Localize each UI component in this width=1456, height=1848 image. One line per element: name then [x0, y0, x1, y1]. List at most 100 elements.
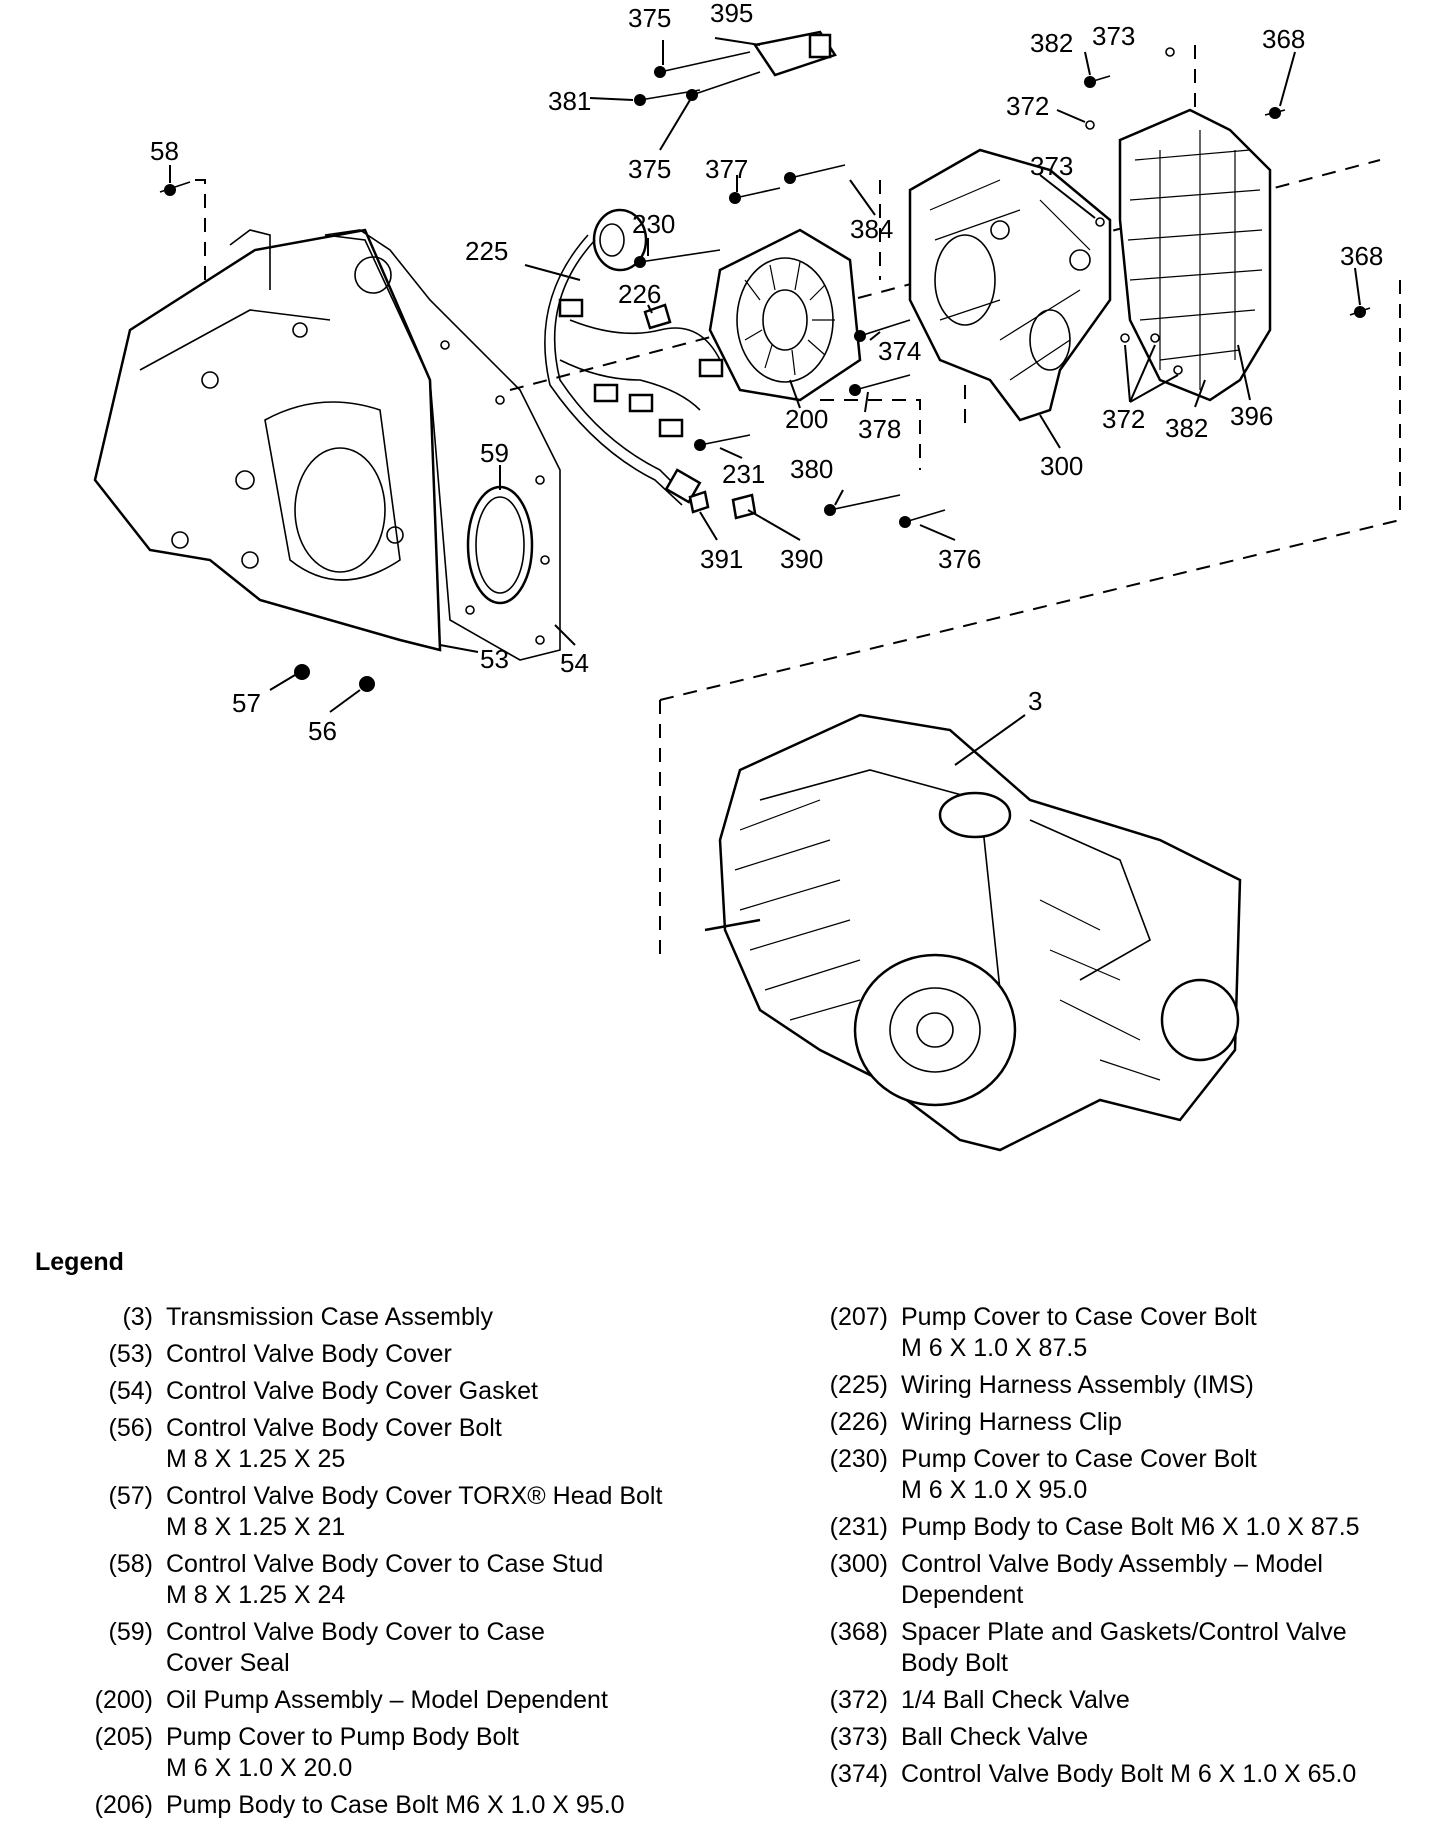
legend-number: (372)	[829, 1686, 888, 1714]
callout-368-top: 368	[1262, 24, 1305, 54]
legend: Legend (3)Transmission Case Assembly (53…	[0, 1248, 1456, 1838]
callout-53: 53	[480, 644, 509, 674]
valve-body-cover	[93, 228, 442, 652]
callout-381: 381	[548, 86, 591, 116]
leader-lines	[169, 37, 1361, 766]
callout-226: 226	[618, 279, 661, 309]
legend-number: (374)	[829, 1760, 888, 1788]
callout-225: 225	[465, 236, 508, 266]
solenoid-assembly	[752, 30, 837, 77]
legend-description: Pump Body to Case Bolt M6 X 1.0 X 95.0	[166, 1791, 625, 1819]
legend-description: Wiring Harness Clip	[901, 1408, 1122, 1436]
legend-description: Control Valve Body Cover Bolt M 8 X 1.25…	[166, 1414, 502, 1473]
legend-number: (230)	[829, 1445, 888, 1473]
callout-373-top: 373	[1092, 21, 1135, 51]
legend-description: Pump Cover to Case Cover Bolt M 6 X 1.0 …	[901, 1445, 1257, 1504]
callout-376: 376	[938, 544, 981, 574]
callout-59: 59	[480, 438, 509, 468]
legend-description: Control Valve Body Cover Gasket	[166, 1377, 538, 1405]
callout-54: 54	[560, 648, 589, 678]
callout-382-top: 382	[1030, 28, 1073, 58]
legend-description: Oil Pump Assembly – Model Dependent	[166, 1686, 608, 1714]
legend-description: Spacer Plate and Gaskets/Control Valve B…	[901, 1618, 1347, 1677]
legend-entry: (226) Wiring Harness Clip	[790, 1407, 1430, 1438]
callout-395: 395	[710, 0, 753, 28]
legend-entry: (200)Oil Pump Assembly – Model Dependent	[40, 1685, 740, 1716]
cover-seal	[466, 485, 534, 605]
legend-entry: (53) Control Valve Body Cover	[40, 1339, 740, 1370]
callout-377: 377	[705, 154, 748, 184]
callout-231: 231	[722, 459, 765, 489]
legend-description: Control Valve Body Assembly – Model Depe…	[901, 1550, 1323, 1609]
legend-left-column: (3) Transmission Case Assembly (53) Contro…	[40, 1302, 740, 1827]
legend-entry: (207) Pump Cover to Case Cover Bolt M 6 X…	[790, 1302, 1430, 1364]
legend-entry: (368) Spacer Plate and Gaskets/Control Va…	[790, 1617, 1430, 1679]
oil-pump-assembly	[708, 228, 862, 402]
legend-description: Control Valve Body Cover TORX® Head Bolt…	[166, 1482, 663, 1541]
callout-380: 380	[790, 454, 833, 484]
legend-number: (207)	[829, 1303, 888, 1331]
callout-382-bottom: 382	[1165, 413, 1208, 443]
legend-entry: (57)Control Valve Body Cover TORX® Head …	[40, 1481, 740, 1543]
legend-number: (368)	[829, 1618, 888, 1646]
callout-378: 378	[858, 414, 901, 444]
callout-390: 390	[780, 544, 823, 574]
legend-description: Transmission Case Assembly	[166, 1303, 493, 1331]
legend-number: (59)	[108, 1618, 153, 1646]
legend-number: (56)	[108, 1414, 153, 1442]
legend-entry: (230) Pump Cover to Case Cover Bolt M 6 X…	[790, 1444, 1430, 1506]
legend-description: Control Valve Body Cover to Case Cover S…	[166, 1618, 545, 1677]
exploded-view-diagram: 375 395 381 375 377 382 373 368 372 373 …	[93, 0, 1401, 1152]
legend-entry: (225) Wiring Harness Assembly (IMS)	[790, 1370, 1430, 1401]
legend-number: (226)	[829, 1408, 888, 1436]
legend-entry: (56) Control Valve Body Cover Bolt M 8 X …	[40, 1413, 740, 1475]
callout-375-lower: 375	[628, 154, 671, 184]
legend-description: Control Valve Body Bolt M 6 X 1.0 X 65.0	[901, 1760, 1357, 1788]
callout-200: 200	[785, 404, 828, 434]
legend-description: Control Valve Body Cover to Case Stud M …	[166, 1550, 604, 1609]
legend-entry: (373) Ball Check Valve	[790, 1722, 1430, 1753]
legend-entry: (59) Control Valve Body Cover to Case Cov…	[40, 1617, 740, 1679]
control-valve-body-assembly	[908, 148, 1112, 422]
legend-number: (53)	[108, 1340, 153, 1368]
legend-entry: (54) Control Valve Body Cover Gasket	[40, 1376, 740, 1407]
legend-description: Wiring Harness Assembly (IMS)	[901, 1371, 1254, 1399]
legend-number: (373)	[829, 1723, 888, 1751]
callout-57: 57	[232, 688, 261, 718]
callout-368-right: 368	[1340, 241, 1383, 271]
callout-58: 58	[150, 136, 179, 166]
legend-entry: (372) 1/4 Ball Check Valve	[790, 1685, 1430, 1716]
callout-372-bottom: 372	[1102, 404, 1145, 434]
legend-description: Control Valve Body Cover	[166, 1340, 452, 1368]
legend-right-column: (207) Pump Cover to Case Cover Bolt M 6 X…	[790, 1302, 1430, 1796]
legend-number: (3)	[122, 1303, 153, 1331]
legend-description: Pump Cover to Pump Body Bolt M 6 X 1.0 X…	[166, 1723, 519, 1782]
callout-300: 300	[1040, 451, 1083, 481]
callout-384: 384	[850, 214, 893, 244]
legend-number: (231)	[829, 1513, 888, 1541]
legend-description: Ball Check Valve	[901, 1723, 1089, 1751]
legend-number: (206)	[94, 1791, 153, 1819]
valve-body-cover-gasket	[324, 229, 561, 661]
bolts	[159, 47, 1371, 692]
callout-372-top: 372	[1006, 91, 1049, 121]
legend-entry: (300) Control Valve Body Assembly – Model…	[790, 1549, 1430, 1611]
legend-description: Pump Body to Case Bolt M6 X 1.0 X 87.5	[901, 1513, 1360, 1541]
spacer-plate	[1118, 108, 1272, 402]
callout-396: 396	[1230, 401, 1273, 431]
callout-3: 3	[1028, 686, 1042, 716]
legend-entry: (3) Transmission Case Assembly	[40, 1302, 740, 1333]
legend-number: (54)	[108, 1377, 153, 1405]
callout-374: 374	[878, 336, 921, 366]
wiring-harness	[544, 208, 724, 506]
callout-labels: 375 395 381 375 377 382 373 368 372 373 …	[150, 0, 1383, 746]
legend-description: 1/4 Ball Check Valve	[901, 1686, 1130, 1714]
legend-description: Pump Cover to Case Cover Bolt M 6 X 1.0 …	[901, 1303, 1257, 1362]
callout-391: 391	[700, 544, 743, 574]
callout-373-mid: 373	[1030, 151, 1073, 181]
legend-entry: (205)Pump Cover to Pump Body Bolt M 6 X …	[40, 1722, 740, 1784]
legend-number: (300)	[829, 1550, 888, 1578]
legend-entry: (231) Pump Body to Case Bolt M6 X 1.0 X 8…	[790, 1512, 1430, 1543]
legend-number: (225)	[829, 1371, 888, 1399]
callout-375-top: 375	[628, 3, 671, 33]
